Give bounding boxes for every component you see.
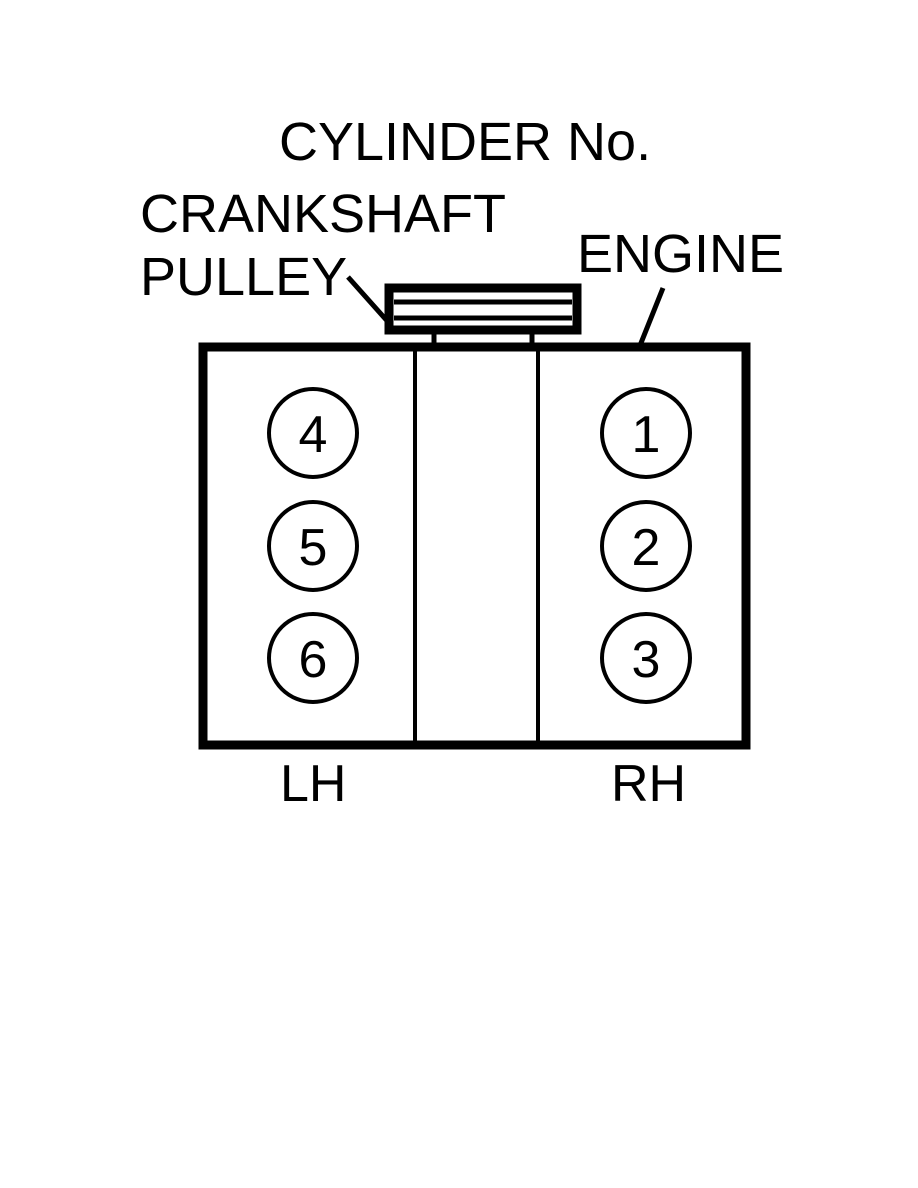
cylinder-number-label: 3 bbox=[632, 631, 661, 689]
crankshaft-pulley-label-line2: PULLEY bbox=[140, 247, 347, 307]
cylinder-2: 2 bbox=[600, 500, 692, 592]
cylinder-number-label: 5 bbox=[299, 519, 328, 577]
cylinder-number-label: 2 bbox=[632, 519, 661, 577]
cylinder-circle bbox=[267, 387, 359, 479]
cylinder-number-label: 6 bbox=[299, 631, 328, 689]
crankshaft-pulley-body bbox=[384, 283, 582, 335]
cylinder-number-label: 1 bbox=[632, 406, 661, 464]
cylinder-bank-lh: 4 5 6 bbox=[267, 387, 359, 704]
cylinder-3: 3 bbox=[600, 612, 692, 704]
cylinder-circle bbox=[267, 500, 359, 592]
engine-label: ENGINE bbox=[577, 224, 784, 284]
cylinder-bank-rh: 1 2 3 bbox=[600, 387, 692, 704]
crankshaft-pulley bbox=[384, 283, 582, 345]
page-title: CYLINDER No. bbox=[279, 112, 651, 172]
crankshaft-pulley-label-line1: CRANKSHAFT bbox=[140, 184, 506, 244]
cylinder-1: 1 bbox=[600, 387, 692, 479]
cylinder-4: 4 bbox=[267, 387, 359, 479]
cylinder-5: 5 bbox=[267, 500, 359, 592]
crankshaft-pulley-leader-line bbox=[346, 275, 391, 325]
cylinder-circle bbox=[600, 500, 692, 592]
cylinder-number-label: 4 bbox=[299, 406, 328, 464]
bank-label-lh: LH bbox=[280, 755, 346, 813]
cylinder-circle bbox=[600, 612, 692, 704]
cylinder-circle bbox=[267, 612, 359, 704]
bank-label-rh: RH bbox=[611, 755, 686, 813]
cylinder-6: 6 bbox=[267, 612, 359, 704]
cylinder-circle bbox=[600, 387, 692, 479]
